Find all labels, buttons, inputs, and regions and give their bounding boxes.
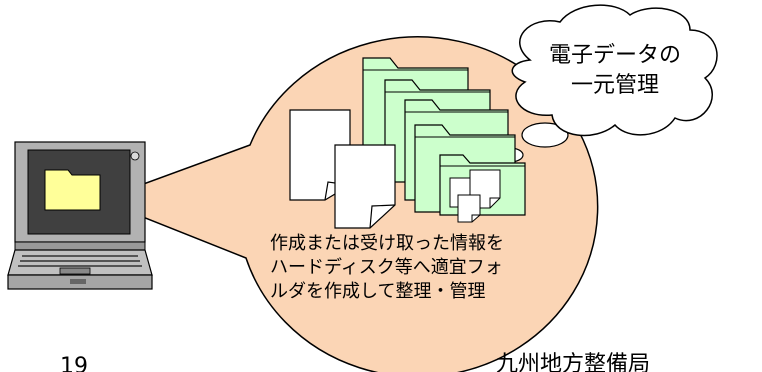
bubble-text-line1: 作成または受け取った情報を [270,233,504,254]
bubble-description: 作成または受け取った情報を ハードディスク等へ適宜フォ ルダを作成して整理・管理 [270,232,590,304]
document-stack [289,109,396,229]
laptop-icon [7,141,153,290]
cloud-title-line2: 一元管理 [570,73,659,98]
organization-name: 九州地方整備局 [496,352,651,372]
bubble-text-line2: ハードディスク等へ適宜フォ [270,257,503,278]
cloud-title-line1: 電子データの [548,43,681,68]
bubble-text-line3: ルダを作成して整理・管理 [270,281,486,302]
page-number: 19 [60,354,88,372]
document-icon [457,194,481,223]
document-icon [334,144,396,229]
folder-icon [44,169,101,211]
thought-cloud [511,4,718,137]
